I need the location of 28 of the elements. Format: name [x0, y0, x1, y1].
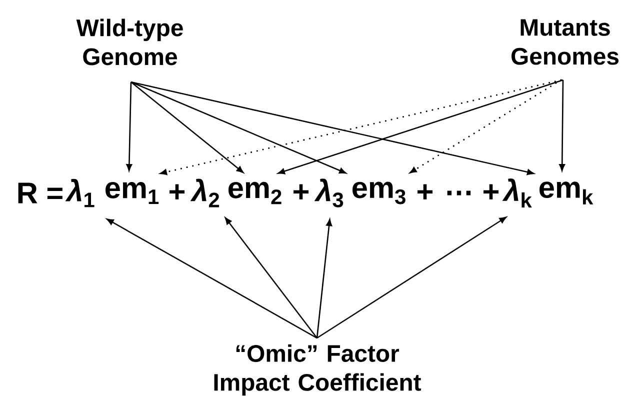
- equation-symbol: +: [294, 184, 309, 200]
- arrow: [130, 81, 534, 176]
- genome-label: Wild-type Genome: [76, 18, 183, 66]
- omic-term: em$_{1}$: [106, 182, 159, 204]
- arrow: [126, 82, 132, 172]
- genome-label: Mutants Genomes: [512, 19, 618, 65]
- arrow: [316, 218, 332, 338]
- coefficient-term: λ$_{2}$: [190, 178, 220, 208]
- arrow: [130, 82, 244, 174]
- omic-term: em$_{2}$: [228, 182, 282, 204]
- coefficient-term: λ$_{3}$: [314, 178, 344, 208]
- arrow: [130, 81, 346, 174]
- arrow: [106, 218, 318, 339]
- arrow: [559, 80, 566, 172]
- coefficient-term: λ$_{1}$: [65, 178, 94, 208]
- omic-term: em$_{3}$: [352, 182, 406, 204]
- arrow: [224, 217, 318, 338]
- arrow: [316, 216, 506, 339]
- equation-symbol: +: [170, 184, 185, 200]
- coefficient-term: λ$_{k}$: [502, 178, 532, 208]
- arrow: [410, 79, 562, 174]
- omic-term: em$_{k}$: [540, 182, 594, 204]
- equation-symbol: +: [484, 184, 499, 200]
- equation-symbol: …: [447, 190, 471, 196]
- equation-symbol: +: [418, 184, 433, 200]
- arrow: [278, 79, 564, 174]
- coefficient-label: “Omic” Factor Impact Coefficient: [214, 344, 421, 396]
- equation-symbol: R =: [18, 182, 62, 204]
